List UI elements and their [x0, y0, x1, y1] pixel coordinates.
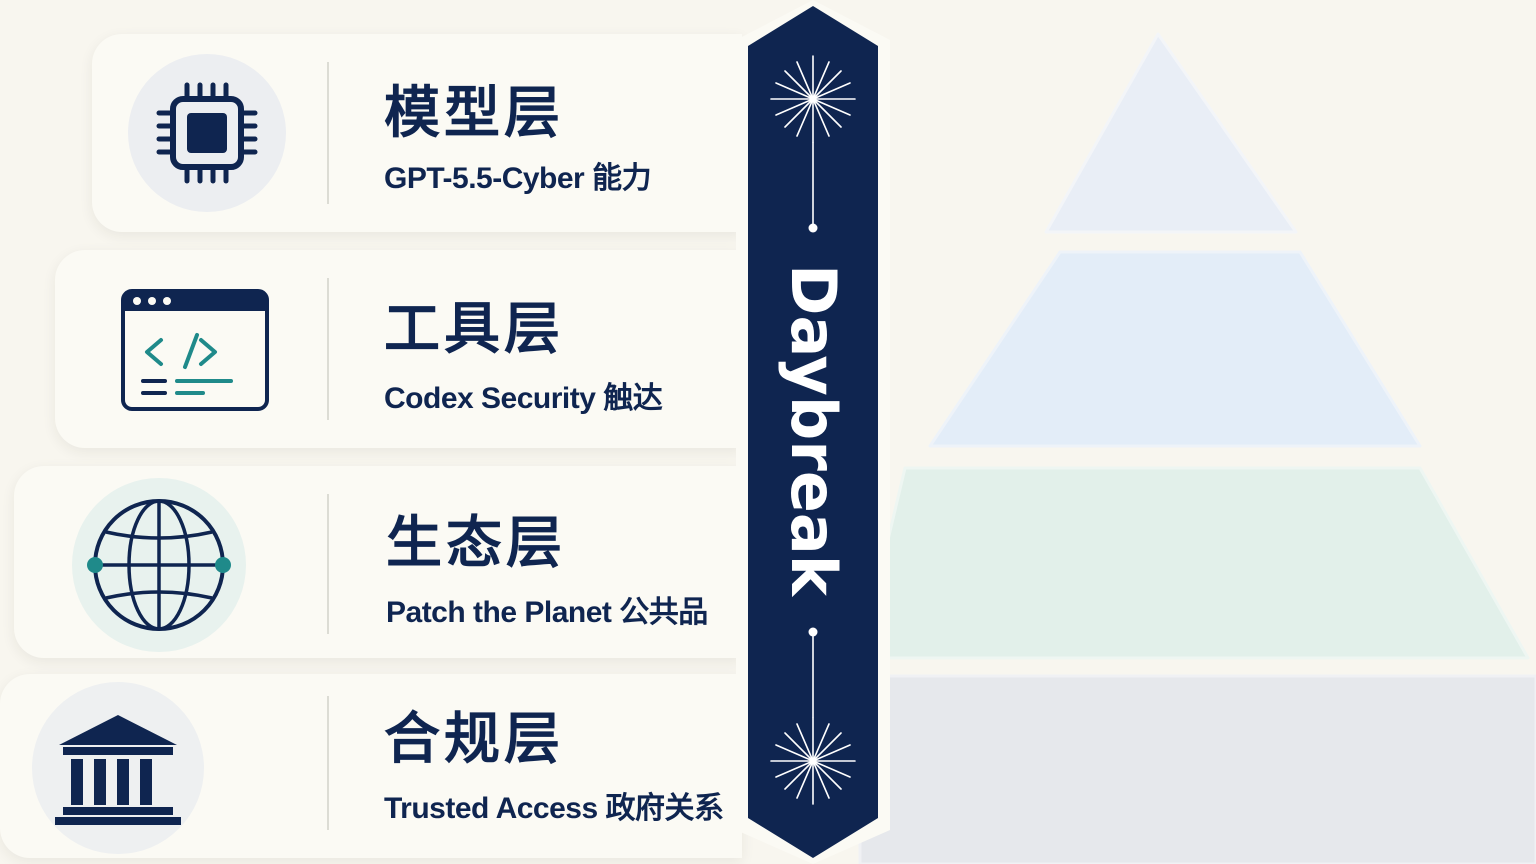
- icon-area: [115, 280, 275, 420]
- pyramid-tier-ecosystem: [858, 466, 1530, 660]
- pyramid-tier-tool: [928, 250, 1422, 448]
- layer-subtitle: Trusted Access 政府关系: [384, 792, 724, 825]
- sparkle-icon: [770, 717, 856, 805]
- code-window-icon: [121, 289, 269, 411]
- pyramid-tier-compliance: [858, 674, 1536, 864]
- globe-icon: [87, 499, 231, 631]
- layer-card-model: 模型层 GPT-5.5-Cyber 能力: [92, 34, 742, 232]
- layer-subtitle: Patch the Planet 公共品: [386, 596, 708, 629]
- government-building-icon: [55, 715, 181, 825]
- pyramid-tier-model: [1044, 32, 1298, 234]
- divider: [327, 494, 329, 634]
- layer-card-tool: 工具层 Codex Security 触达: [55, 250, 742, 448]
- layer-subtitle: GPT-5.5-Cyber 能力: [384, 162, 652, 195]
- daybreak-label: Daybreak: [777, 264, 850, 596]
- sparkle-icon: [770, 55, 856, 143]
- daybreak-band: [736, 0, 890, 864]
- layer-title: 生态层: [386, 511, 566, 576]
- icon-circle: [72, 478, 246, 652]
- layer-card-compliance: 合规层 Trusted Access 政府关系: [0, 674, 742, 858]
- layer-subtitle: Codex Security 触达: [384, 382, 663, 415]
- icon-circle: [128, 54, 286, 212]
- icon-circle: [32, 682, 204, 854]
- divider: [327, 696, 329, 830]
- layer-title: 工具层: [384, 297, 564, 362]
- layer-title: 模型层: [384, 81, 564, 146]
- divider: [327, 278, 329, 420]
- layer-card-ecosystem: 生态层 Patch the Planet 公共品: [14, 466, 742, 658]
- chip-icon: [156, 82, 258, 184]
- divider: [327, 62, 329, 204]
- layer-title: 合规层: [384, 707, 564, 772]
